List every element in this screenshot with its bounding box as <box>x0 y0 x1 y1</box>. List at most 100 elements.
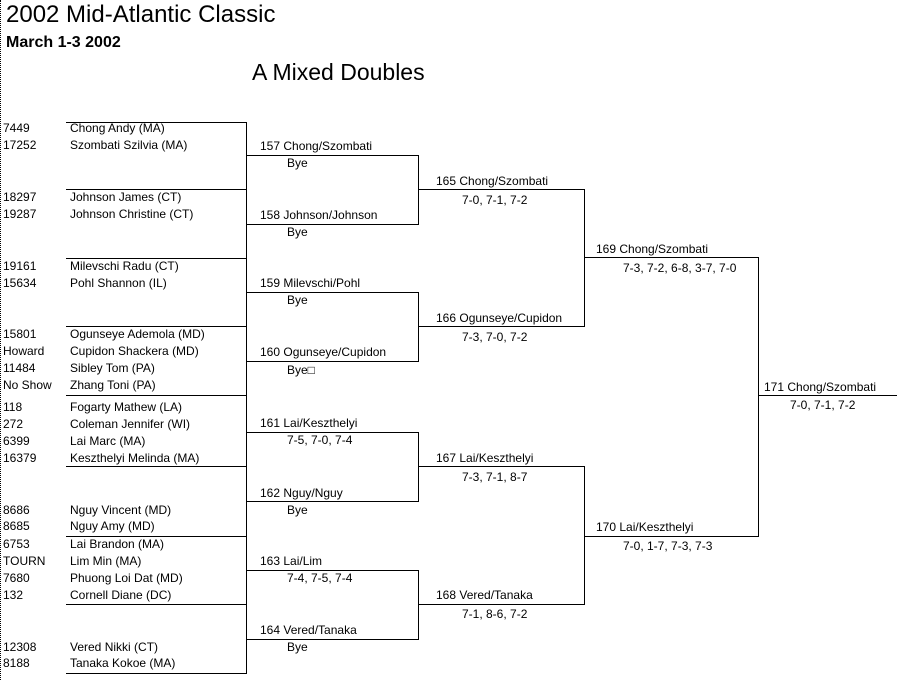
bracket-line <box>758 257 759 537</box>
seed-label: 8188 <box>3 656 30 670</box>
bracket-line <box>246 292 419 293</box>
round1-match-label: 158 Johnson/Johnson <box>260 208 378 222</box>
round2-score: 7-3, 7-1, 8-7 <box>462 470 528 484</box>
player-name: Cupidon Shackera (MD) <box>70 344 199 358</box>
page-left-border <box>0 0 1 680</box>
round1-score: Bye <box>287 640 308 654</box>
bracket-line <box>418 432 419 502</box>
bracket-line <box>758 395 897 396</box>
round1-score: Bye <box>287 293 308 307</box>
bracket-line <box>246 122 247 190</box>
bracket-line <box>584 189 585 327</box>
bracket-line <box>66 189 247 190</box>
seed-label: 15634 <box>3 276 37 290</box>
round2-match-label: 166 Ogunseye/Cupidon <box>436 311 563 325</box>
event-title: A Mixed Doubles <box>252 59 425 85</box>
bracket-line <box>246 155 419 156</box>
bracket-line <box>246 639 419 640</box>
bracket-line <box>418 466 585 467</box>
round1-score: 7-4, 7-5, 7-4 <box>287 571 353 585</box>
player-name: Tanaka Kokoe (MA) <box>70 656 176 670</box>
bracket-line <box>66 673 247 674</box>
seed-label: 11484 <box>3 361 36 375</box>
player-name: Johnson James (CT) <box>70 190 182 204</box>
player-name: Cornell Diane (DC) <box>70 588 172 602</box>
seed-label: 17252 <box>3 138 37 152</box>
round1-score: Bye□ <box>287 363 315 377</box>
bracket-line <box>246 501 419 502</box>
player-name: Johnson Christine (CT) <box>70 207 194 221</box>
round1-score: Bye <box>287 503 308 517</box>
round1-score: Bye <box>287 225 308 239</box>
bracket-line <box>246 432 419 433</box>
player-name: Phuong Loi Dat (MD) <box>70 571 183 585</box>
player-name: Fogarty Mathew (LA) <box>70 400 183 414</box>
seed-label: 8686 <box>3 503 30 517</box>
round1-match-label: 164 Vered/Tanaka <box>260 623 357 637</box>
bracket-line <box>66 326 247 327</box>
player-name: Chong Andy (MA) <box>70 121 165 135</box>
seed-label: 272 <box>3 417 24 431</box>
seed-label: 6753 <box>3 537 30 551</box>
final-match-label: 171 Chong/Szombati <box>764 380 877 394</box>
player-name: Lim Min (MA) <box>70 554 142 568</box>
bracket-line <box>584 257 759 258</box>
seed-label: Howard <box>3 344 45 358</box>
bracket-line <box>66 395 247 396</box>
seed-label: 12308 <box>3 640 37 654</box>
seed-label: 19161 <box>3 259 37 273</box>
player-name: Lai Marc (MA) <box>70 434 146 448</box>
bracket-line <box>246 570 419 571</box>
bracket-line <box>66 536 247 537</box>
seed-label: TOURN <box>3 554 46 568</box>
bracket-line <box>66 122 247 123</box>
bracket-line <box>246 361 419 362</box>
tournament-dates: March 1-3 2002 <box>6 34 121 51</box>
bracket-line <box>418 604 585 605</box>
bracket-line <box>66 604 247 605</box>
round2-score: 7-0, 7-1, 7-2 <box>462 193 528 207</box>
seed-label: 7449 <box>3 121 30 135</box>
seed-label: 19287 <box>3 207 37 221</box>
round1-match-label: 160 Ogunseye/Cupidon <box>260 345 387 359</box>
round1-match-label: 157 Chong/Szombati <box>260 139 373 153</box>
bracket-line <box>584 466 585 605</box>
round2-score: 7-1, 8-6, 7-2 <box>462 607 528 621</box>
round2-score: 7-3, 7-0, 7-2 <box>462 330 528 344</box>
round3-score: 7-3, 7-2, 6-8, 3-7, 7-0 <box>623 261 737 275</box>
bracket-line <box>66 466 247 467</box>
seed-label: 16379 <box>3 451 37 465</box>
seed-label: 8685 <box>3 519 30 533</box>
round3-match-label: 169 Chong/Szombati <box>596 242 709 256</box>
tournament-title: 2002 Mid-Atlantic Classic <box>6 1 276 28</box>
round1-match-label: 162 Nguy/Nguy <box>260 486 343 500</box>
player-name: Lai Brandon (MA) <box>70 537 165 551</box>
round1-match-label: 161 Lai/Keszthelyi <box>260 416 358 430</box>
round1-score: Bye <box>287 156 308 170</box>
seed-label: 132 <box>3 588 24 602</box>
round2-match-label: 165 Chong/Szombati <box>436 174 549 188</box>
bracket-line <box>246 224 419 225</box>
seed-label: 6399 <box>3 434 30 448</box>
bracket-line <box>418 155 419 225</box>
seed-label: 118 <box>3 400 23 414</box>
bracket-line <box>246 395 247 467</box>
player-name: Milevschi Radu (CT) <box>70 259 179 273</box>
round3-score: 7-0, 1-7, 7-3, 7-3 <box>623 539 713 553</box>
seed-label: 15801 <box>3 327 37 341</box>
round2-match-label: 168 Vered/Tanaka <box>436 588 533 602</box>
player-name: Vered Nikki (CT) <box>70 640 159 654</box>
player-name: Szombati Szilvia (MA) <box>70 138 188 152</box>
bracket-line <box>418 292 419 362</box>
player-name: Pohl Shannon (IL) <box>70 276 167 290</box>
final-score: 7-0, 7-1, 7-2 <box>790 398 856 412</box>
round1-match-label: 159 Milevschi/Pohl <box>260 276 361 290</box>
player-name: Coleman Jennifer (WI) <box>70 417 191 431</box>
seed-label: 18297 <box>3 190 37 204</box>
round3-match-label: 170 Lai/Keszthelyi <box>596 520 694 534</box>
player-name: Nguy Amy (MD) <box>70 519 155 533</box>
player-name: Ogunseye Ademola (MD) <box>70 327 205 341</box>
player-name: Zhang Toni (PA) <box>70 378 156 392</box>
round1-score: 7-5, 7-0, 7-4 <box>287 433 353 447</box>
bracket-line <box>66 258 247 259</box>
